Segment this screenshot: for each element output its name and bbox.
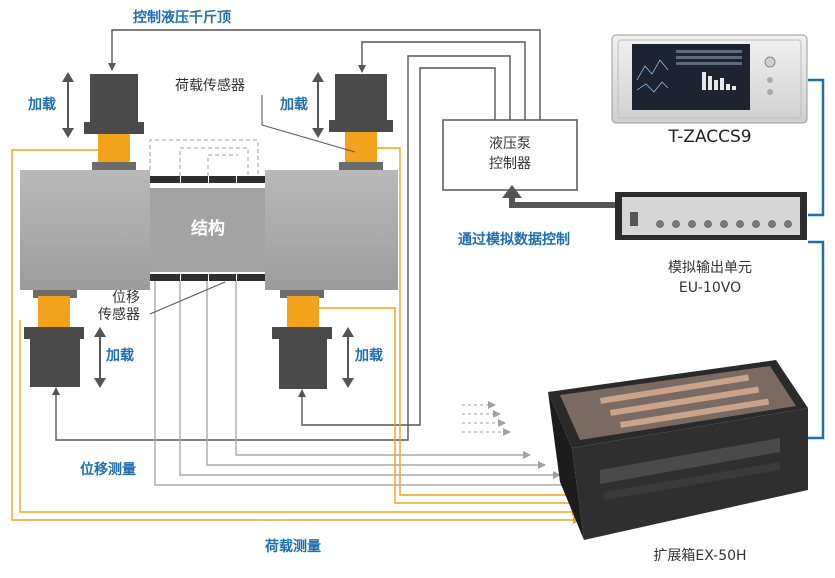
controller-name: T-ZACCS9 [667, 127, 751, 147]
jack-bottom-left [30, 337, 80, 387]
output-unit-label-1: 模拟输出单元 [668, 260, 752, 276]
reaction-block-left [20, 170, 150, 290]
jack-control-line-left [108, 29, 541, 120]
jack-top-left [90, 74, 138, 126]
disp-sensor-leader [149, 281, 226, 315]
displacement-lines [154, 280, 576, 489]
analog-control-label: 通过模拟数据控制 [458, 231, 570, 248]
jack-bottom-right [279, 337, 327, 389]
load-lines [11, 147, 581, 524]
load-label-top-left: 加载 [27, 96, 56, 113]
structure-specimen [150, 188, 265, 272]
displacement-sensors-top [150, 176, 265, 183]
control-lines [52, 29, 541, 441]
structure-assembly [20, 74, 398, 389]
jack-control-line-right [358, 41, 526, 120]
t-zaccs9-device [611, 34, 808, 124]
load-arrows [62, 72, 354, 388]
displacement-sensors-bottom [150, 274, 265, 281]
jack-control-line-bottom-left [52, 55, 511, 441]
load-cell-top-left [98, 134, 130, 164]
load-arrow-top-right [312, 72, 324, 138]
load-arrow-bottom-right [342, 327, 354, 388]
load-arrow-top-left [62, 72, 74, 138]
sensor-dashed-leads [149, 139, 259, 176]
load-label-bottom-left: 加载 [105, 347, 134, 364]
bus-brackets [808, 78, 825, 440]
reaction-block-right [265, 170, 398, 290]
load-arrow-bottom-left [94, 327, 106, 388]
displacement-measure-label: 位移测量 [80, 461, 136, 478]
pump-controller: 液压泵 控制器 [442, 119, 578, 191]
pump-controller-label-1: 液压泵 [489, 136, 531, 152]
load-label-bottom-right: 加载 [354, 347, 383, 364]
load-sensor-label: 荷载传感器 [175, 77, 245, 94]
eu-10vo-device [615, 192, 807, 240]
jack-control-label: 控制液压千斤顶 [133, 9, 231, 26]
pump-controller-label-2: 控制器 [489, 156, 531, 172]
disp-sensor-label-2: 传感器 [98, 306, 140, 323]
signal-hint-arrows [462, 401, 511, 436]
load-label-top-right: 加载 [279, 96, 308, 113]
output-unit-label-2: EU-10VO [679, 280, 741, 296]
expansion-box [548, 360, 808, 540]
load-cell-bottom-left [38, 296, 70, 328]
structure-label: 结构 [191, 218, 225, 239]
jack-control-line-bottom-right [298, 67, 496, 426]
load-cell-top-right [345, 132, 377, 164]
device-screen [632, 44, 750, 110]
load-cell-bottom-right [287, 296, 319, 328]
load-sensor-leader [261, 95, 356, 153]
expansion-box-label: 扩展箱EX-50H [653, 548, 746, 564]
jack-top-right [335, 74, 387, 124]
disp-sensor-label-1: 位移 [112, 290, 140, 306]
load-measure-label: 荷载测量 [264, 538, 321, 555]
